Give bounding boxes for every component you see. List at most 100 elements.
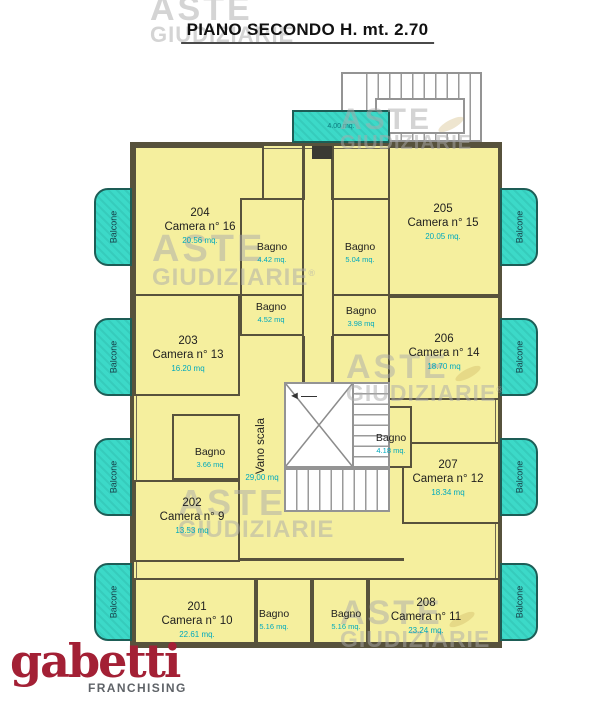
bathroom-516b	[312, 578, 368, 644]
room-name: Camera n° 15	[407, 217, 479, 230]
balcony-label: Balcone	[514, 340, 524, 374]
balcony-label: Balcone	[514, 460, 524, 494]
stair-flight-right	[352, 382, 390, 468]
bathroom-name: Bagno	[256, 241, 288, 253]
room-number: 204	[190, 207, 210, 219]
bathroom-516b-label: Bagno 5.16 mq.	[318, 608, 374, 632]
bathroom-area: 4.18 mq.	[376, 446, 406, 456]
stair-direction-arrow-center: ◄	[289, 391, 317, 402]
stairwell-area: 29,00 mq	[245, 473, 279, 482]
room-number: 205	[433, 203, 453, 215]
room-area: 23.24 mq.	[408, 625, 444, 635]
room-208-label: 208 Camera n° 11 23.24 mq.	[372, 596, 480, 636]
bathroom-area: 5.16 mq.	[331, 622, 361, 632]
room-201	[134, 578, 256, 644]
balcony-label: Balcone	[514, 585, 524, 619]
room-number: 203	[178, 335, 198, 347]
room-name: Camera n° 16	[164, 221, 236, 234]
page-title: PIANO SECONDO H. mt. 2.70	[180, 20, 435, 44]
balcony-left-1: Balcone	[94, 188, 132, 266]
room-area: 18.34 mq	[431, 487, 465, 497]
room-name: Camera n° 12	[412, 473, 484, 486]
room-area: 20.05 mq.	[425, 231, 461, 241]
bathroom-418-label: Bagno 4.18 mq.	[364, 432, 418, 456]
corridor-wall	[331, 336, 334, 384]
bathroom-area: 3.66 mq	[196, 460, 224, 470]
stairwell-name: Vano scala	[255, 417, 267, 475]
room-name: Camera n° 13	[152, 349, 224, 362]
balcony-label: Balcone	[108, 340, 118, 374]
room-area: 13.53 mq	[175, 525, 209, 535]
bathroom-name: Bagno	[375, 432, 407, 444]
room-area: 20.56 mq.	[182, 235, 218, 245]
bathroom-366-label: Bagno 3.66 mq	[180, 446, 240, 470]
balcony-label: Balcone	[514, 210, 524, 244]
room-name: Camera n° 14	[408, 347, 480, 360]
top-balcony: 4.00 mq.	[292, 110, 390, 143]
bathroom-516a	[256, 578, 312, 644]
bathroom-area: 5.16 mq.	[259, 622, 289, 632]
balcony-label: Balcone	[108, 210, 118, 244]
room-207-label: 207 Camera n° 12 18.34 mq	[396, 458, 500, 498]
corridor-wall	[331, 146, 334, 200]
corridor-wall	[240, 558, 404, 561]
room-number: 201	[187, 601, 207, 613]
elevator-shaft	[284, 382, 354, 468]
bathroom-name: Bagno	[330, 608, 362, 620]
balcony-right-4: Balcone	[500, 563, 538, 641]
bathroom-442	[240, 198, 304, 296]
balcony-left-2: Balcone	[94, 318, 132, 396]
room-208	[368, 578, 500, 644]
balcony-left-4: Balcone	[94, 563, 132, 641]
bathroom-452	[240, 294, 304, 336]
room-name: Camera n° 9	[159, 511, 225, 524]
room-area: 16.20 mq	[171, 363, 205, 373]
room-203	[134, 294, 240, 396]
balcony-label: Balcone	[108, 585, 118, 619]
gabetti-subtitle: FRANCHISING	[88, 680, 187, 695]
bathroom-name: Bagno	[194, 446, 226, 458]
room-201-label: 201 Camera n° 10 22.61 mq.	[140, 600, 254, 640]
stairwell-area-label: 29,00 mq	[232, 472, 292, 483]
balcony-right-3: Balcone	[500, 438, 538, 516]
room-206	[388, 296, 500, 400]
bathroom-398	[332, 294, 390, 336]
bathroom-398-label: Bagno 3.98 mq	[332, 305, 390, 329]
room-name: Camera n° 11	[390, 611, 462, 624]
stair-flight-bottom	[284, 468, 390, 512]
bathroom-area: 4.42 mq.	[257, 255, 287, 265]
room-area: 18.70 mq	[427, 361, 461, 371]
room-number: 208	[416, 597, 436, 609]
balcony-left-3: Balcone	[94, 438, 132, 516]
bathroom-name: Bagno	[345, 305, 377, 317]
room-206-label: 206 Camera n° 14 18.70 mq	[392, 332, 496, 372]
bathroom-area: 5.04 mq.	[345, 255, 375, 265]
corridor-wall	[302, 146, 305, 200]
bathroom-name: Bagno	[344, 241, 376, 253]
room-205-label: 205 Camera n° 15 20.05 mq.	[390, 202, 496, 242]
bathroom-name: Bagno	[258, 608, 290, 620]
room-number: 202	[182, 497, 202, 509]
room-number: 206	[434, 333, 454, 345]
balcony-right-2: Balcone	[500, 318, 538, 396]
bathroom-516a-label: Bagno 5.16 mq.	[246, 608, 302, 632]
room-207	[402, 442, 500, 524]
gabetti-logo: gabetti FRANCHISING	[10, 636, 187, 695]
top-balcony-area: 4.00 mq.	[327, 123, 355, 130]
room-204-label: 204 Camera n° 16 20.56 mq.	[140, 206, 260, 246]
balcony-label: Balcone	[108, 460, 118, 494]
bathroom-area: 3.98 mq	[347, 319, 375, 329]
wall-stub	[312, 146, 332, 159]
bathroom-452-label: Bagno 4.52 mq	[240, 301, 302, 325]
bathroom-name: Bagno	[255, 301, 287, 313]
top-staircase-landing	[375, 98, 465, 134]
elevator-x-icon	[286, 384, 352, 466]
room-area: 22.61 mq.	[179, 629, 215, 639]
bathroom-area: 4.52 mq	[257, 315, 285, 325]
room-202-label: 202 Camera n° 9 13.53 mq	[140, 496, 244, 536]
gabetti-wordmark: gabetti	[10, 634, 181, 688]
bathroom-504-label: Bagno 5.04 mq.	[330, 241, 390, 265]
room-203-label: 203 Camera n° 13 16.20 mq	[136, 334, 240, 374]
bathroom-442-label: Bagno 4.42 mq.	[242, 241, 302, 265]
